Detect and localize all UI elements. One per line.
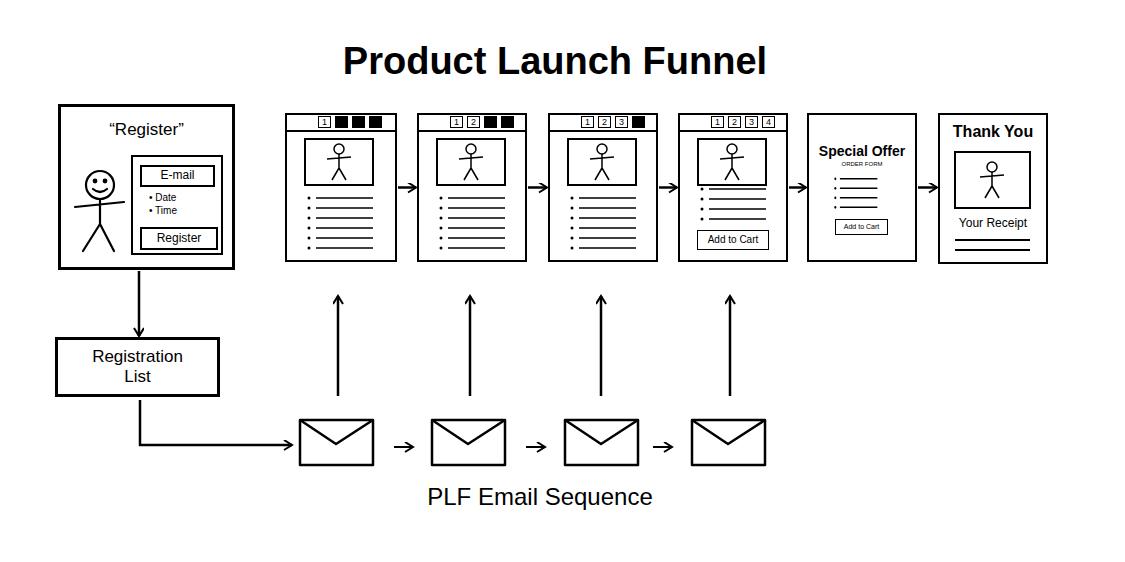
tab-square [335,116,645,128]
up-arrow [338,296,730,396]
video-frame [305,139,1030,208]
flow-arrow [138,271,141,336]
receipt-label: Your Receipt [959,217,1027,231]
tab-number: 2 [467,116,480,128]
flow-arrow [398,186,416,189]
video-page: 1 [285,113,397,262]
tab-number: 2 [728,116,741,128]
list-box: Registration List [55,337,220,397]
video-page: 1234Add to Cart [678,113,788,262]
thank-you-page: Thank YouYour Receipt [938,113,1048,264]
field-label: E-mail [160,169,194,183]
register-panel: “Register” • Date• Time E-mailRegister [58,104,235,270]
tab-number: 3 [745,116,758,128]
tab-number: 1 [711,116,724,128]
offer-page: Special OfferORDER FORM Add to Cart [807,113,917,262]
list-label: Registration List [82,347,194,386]
receipt-line [955,240,1030,250]
browser-bar [285,130,788,132]
video-figure [327,144,1004,198]
flow-arrow [528,186,547,189]
sequence-label: PLF Email Sequence [427,483,652,511]
flow-arrow [918,186,937,189]
video-page: 12 [417,113,527,262]
sequence-arrow [394,446,672,448]
tab-number: 3 [615,116,628,128]
button: Add to Cart [697,230,769,250]
form-caption: ORDER FORM [842,161,883,168]
input-field: E-mail [140,165,215,187]
flow-arrow [789,186,806,189]
button: Add to Cart [835,219,888,234]
form-box: • Date• Time E-mailRegister [131,155,223,255]
field-item: • Time [149,205,177,217]
envelope [300,420,765,465]
tab-number: 1 [581,116,594,128]
tab-number: 1 [450,116,463,128]
field-item: • Date [149,192,176,204]
tab-number: 2 [598,116,611,128]
button-label: Add to Cart [708,234,759,246]
diagram-title: Product Launch Funnel [343,40,767,84]
bullet-list [308,177,878,249]
page-title: Thank You [953,123,1033,141]
stick-figure [75,171,124,251]
tab-number: 1 [318,116,331,128]
flow-arrow [659,186,677,189]
button: Register [140,227,218,250]
video-page: 123 [548,113,658,262]
panel-title: “Register” [109,120,184,140]
button-label: Register [157,232,202,246]
page-title: Special Offer [819,143,905,159]
button-label: Add to Cart [844,223,879,231]
flow-arrow [140,400,292,445]
tab-number: 4 [762,116,775,128]
